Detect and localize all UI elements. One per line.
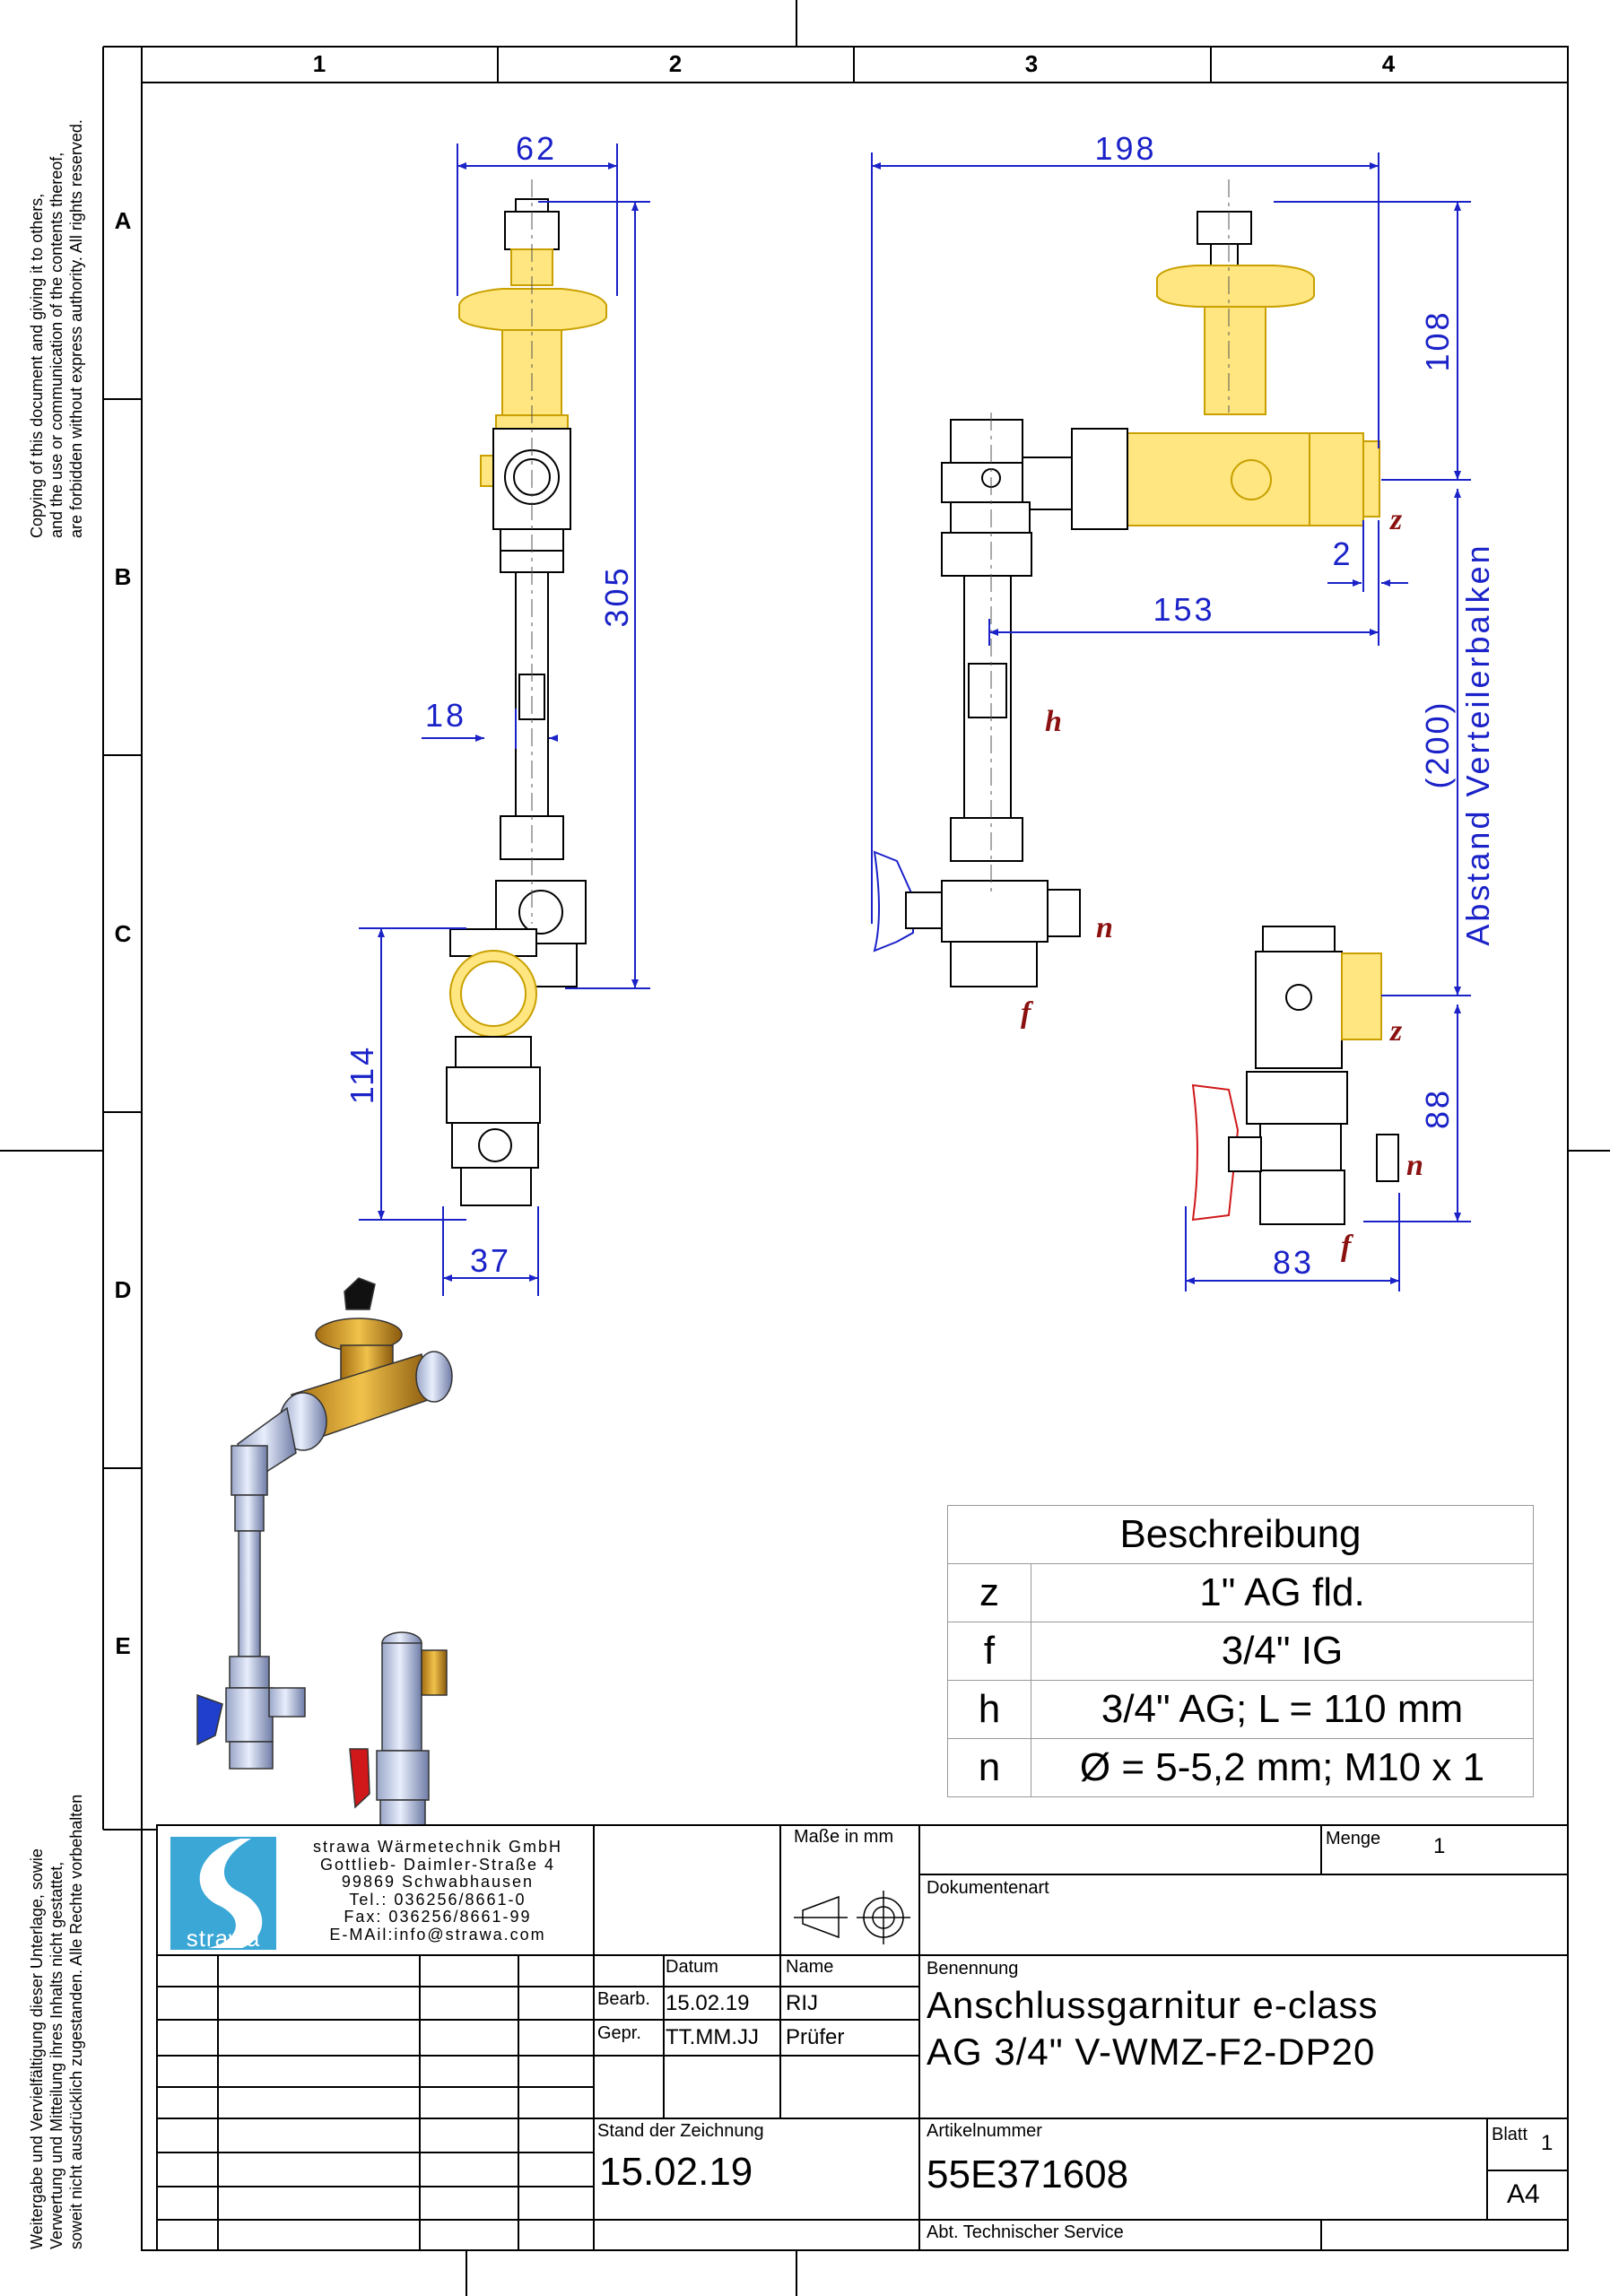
drawing-title-line-1: Anschlussgarnitur e-class — [927, 1984, 1379, 2026]
sheet-label: Blatt — [1492, 2125, 1528, 2144]
side-view-assembly — [873, 179, 1399, 1225]
row-label-d: D — [115, 1276, 132, 1303]
company-fax: Fax: 036256/8661-99 — [344, 1908, 532, 1926]
designation-label: Benennung — [927, 1959, 1019, 1979]
description-key: n — [947, 1738, 1031, 1797]
dim-200-label: Abstand Verteilerbalken — [1459, 543, 1496, 945]
iso-view-lower-valve — [349, 1631, 448, 1826]
description-value: Ø = 5-5,2 mm; M10 x 1 — [1031, 1738, 1534, 1797]
marker-z-lower: z — [1389, 1014, 1403, 1048]
copyright-de-line-1: Weitergabe und Vervielfältigung dieser U… — [28, 1848, 46, 2249]
marker-f-lower: f — [1341, 1230, 1354, 1263]
strawa-logo — [170, 1837, 276, 1950]
logo-wordmark: strawa — [186, 1925, 261, 1952]
checked-label: Gepr. — [597, 2023, 641, 2043]
marker-h: h — [1045, 705, 1062, 738]
side-view-dimensions — [871, 152, 1471, 1292]
row-label-a: A — [115, 207, 132, 234]
company-address: strawa Wärmetechnik GmbH Gottlieb- Daiml… — [285, 1838, 590, 1944]
connection-markers: z h n f z n f — [1021, 503, 1423, 1263]
copyright-en-line-2: and the use or communication of the cont… — [48, 152, 65, 538]
dim-88: 88 — [1419, 1088, 1456, 1129]
units-label: Maße in mm — [794, 1827, 894, 1847]
company-street: Gottlieb- Daimler-Straße 4 — [319, 1855, 556, 1874]
dim-305: 305 — [598, 565, 635, 627]
column-label-3: 3 — [1025, 50, 1038, 77]
description-key: f — [947, 1622, 1031, 1681]
paper-format: A4 — [1507, 2179, 1540, 2209]
description-key: h — [947, 1680, 1031, 1739]
row-label-e: E — [115, 1632, 130, 1659]
dim-37: 37 — [470, 1242, 511, 1279]
document-type-label: Dokumentenart — [927, 1878, 1049, 1898]
quantity-label: Menge — [1326, 1829, 1381, 1848]
marker-f-upper: f — [1021, 996, 1034, 1030]
dim-18: 18 — [425, 697, 466, 734]
dim-108: 108 — [1419, 309, 1456, 371]
company-name: strawa Wärmetechnik GmbH — [312, 1838, 563, 1856]
copyright-notice-en: Copying of this document and giving it t… — [28, 119, 85, 538]
checked-name: Prüfer — [786, 2025, 845, 2049]
description-value: 3/4" AG; L = 110 mm — [1031, 1680, 1534, 1739]
company-phone: Tel.: 036256/8661-0 — [349, 1890, 527, 1909]
company-email: E-MAil:info@strawa.com — [329, 1925, 546, 1944]
copyright-de-line-2: Verwertung und Mitteilung ihres Inhalts … — [48, 1862, 65, 2249]
company-city: 99869 Schwabhausen — [341, 1873, 535, 1891]
column-label-4: 4 — [1382, 50, 1396, 77]
dim-83: 83 — [1273, 1244, 1314, 1281]
sheet-number: 1 — [1541, 2131, 1553, 2155]
row-label-b: B — [115, 563, 132, 590]
copyright-de-line-3: soweit nicht ausdrücklich zugestanden. A… — [67, 1795, 85, 2249]
department-label: Abt. Technischer Service — [927, 2222, 1124, 2242]
name-column-label: Name — [786, 1957, 834, 1977]
marker-n-lower: n — [1406, 1149, 1423, 1182]
edited-label: Bearb. — [597, 1989, 650, 2009]
dim-62: 62 — [516, 130, 557, 167]
drawing-status-label: Stand der Zeichnung — [597, 2121, 764, 2141]
row-label-c: C — [115, 920, 132, 947]
edited-date: 15.02.19 — [666, 1991, 750, 2015]
column-label-2: 2 — [669, 50, 682, 77]
side-view-dimension-labels: 198 108 2 153 (200) Abstand Verteilerbal… — [1094, 130, 1496, 1281]
column-label-1: 1 — [313, 50, 326, 77]
marker-z-upper: z — [1389, 503, 1403, 536]
dim-153: 153 — [1153, 591, 1214, 628]
article-number-label: Artikelnummer — [927, 2121, 1042, 2141]
date-column-label: Datum — [666, 1957, 718, 1977]
projection-symbol-icon — [794, 1891, 910, 1944]
checked-date: TT.MM.JJ — [666, 2025, 759, 2049]
front-view-dimensions — [359, 144, 650, 1296]
dim-200: (200) — [1419, 700, 1456, 788]
front-view-dimension-labels: 62 305 18 114 37 — [344, 130, 635, 1279]
front-view-assembly — [446, 179, 607, 1206]
article-number: 55E371608 — [927, 2152, 1129, 2196]
quantity-value: 1 — [1433, 1834, 1446, 1858]
drawing-title-line-2: AG 3/4" V-WMZ-F2-DP20 — [927, 2031, 1376, 2073]
frame-column-labels: 1 2 3 4 A B C D E — [115, 50, 1396, 1659]
marker-n-upper: n — [1096, 911, 1113, 944]
description-key: z — [947, 1563, 1031, 1622]
dim-198: 198 — [1094, 130, 1156, 167]
copyright-en-line-3: are forbidden without express authority.… — [67, 119, 85, 538]
description-value: 1" AG fld. — [1031, 1563, 1534, 1622]
copyright-en-line-1: Copying of this document and giving it t… — [28, 194, 46, 538]
iso-view-assembly — [196, 1277, 453, 1770]
drawing-status-date: 15.02.19 — [599, 2150, 753, 2194]
dim-114: 114 — [344, 1045, 380, 1104]
edited-name: RIJ — [786, 1991, 818, 2015]
copyright-notice-de: Weitergabe und Vervielfältigung dieser U… — [28, 1795, 85, 2249]
dim-2: 2 — [1332, 535, 1353, 572]
